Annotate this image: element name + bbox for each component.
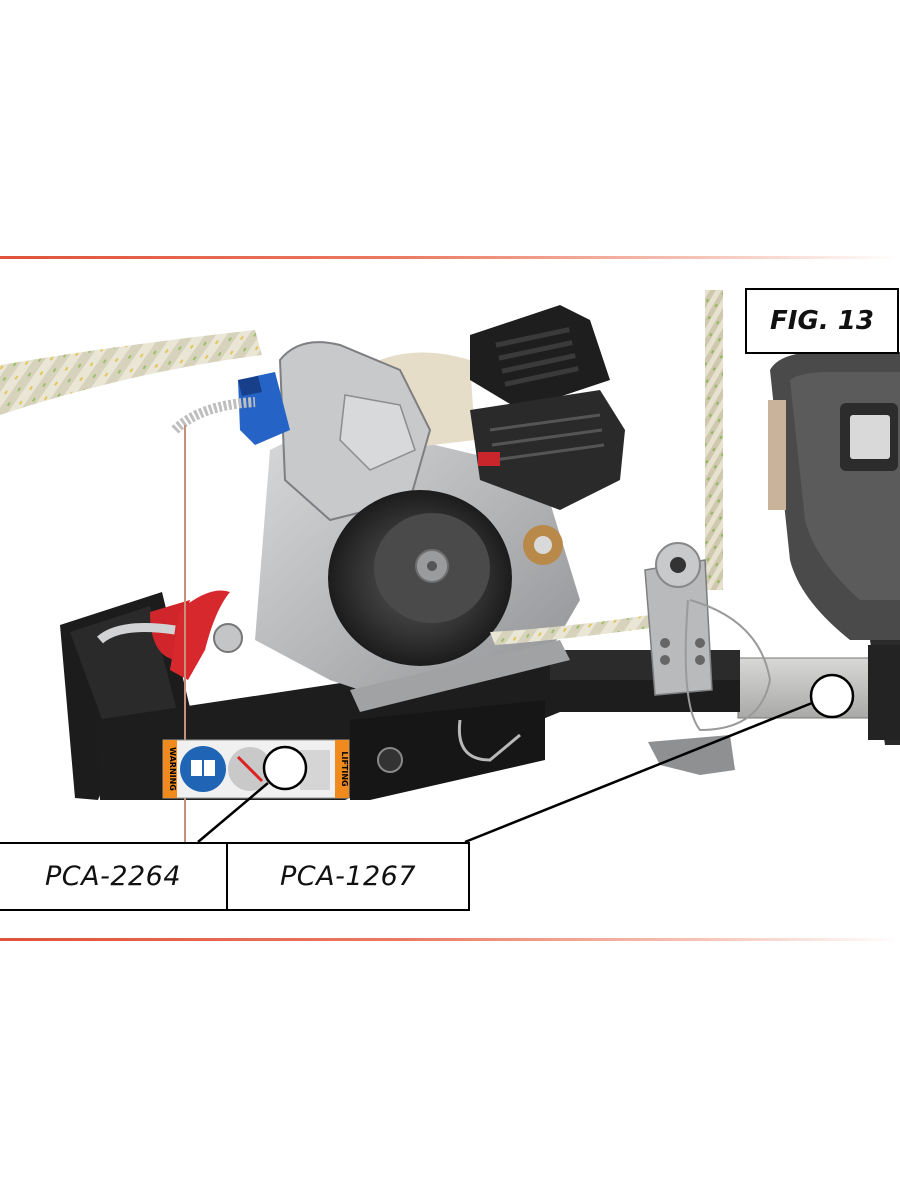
engine-assembly bbox=[171, 305, 650, 712]
svg-text:WARNING: WARNING bbox=[168, 747, 177, 791]
bottom-divider-line bbox=[0, 938, 900, 941]
mount-frame bbox=[60, 592, 740, 800]
figure-number-label: FIG. 13 bbox=[745, 288, 899, 354]
leader-line-2 bbox=[464, 701, 813, 844]
pulley-block bbox=[644, 542, 772, 775]
vehicle-bumper bbox=[768, 352, 900, 745]
leader-line-1 bbox=[197, 782, 269, 843]
retainer-clip bbox=[457, 719, 521, 762]
part-number-callout-2: PCA-1267 bbox=[226, 842, 470, 911]
callout-marker-1 bbox=[262, 745, 308, 791]
callout-marker-2 bbox=[809, 673, 855, 719]
vertical-rope bbox=[705, 290, 723, 590]
svg-text:LIFTING: LIFTING bbox=[340, 751, 349, 786]
top-divider-line bbox=[0, 256, 900, 259]
safety-decal: WARNING LIFTING bbox=[162, 739, 350, 799]
capstan-hoist-photo: WARNING LIFTING bbox=[0, 290, 900, 844]
hitch-pin bbox=[377, 747, 403, 773]
part-number-callout-1: PCA-2264 bbox=[0, 842, 228, 911]
load-rope bbox=[0, 330, 262, 415]
hitch-receiver bbox=[737, 645, 900, 740]
